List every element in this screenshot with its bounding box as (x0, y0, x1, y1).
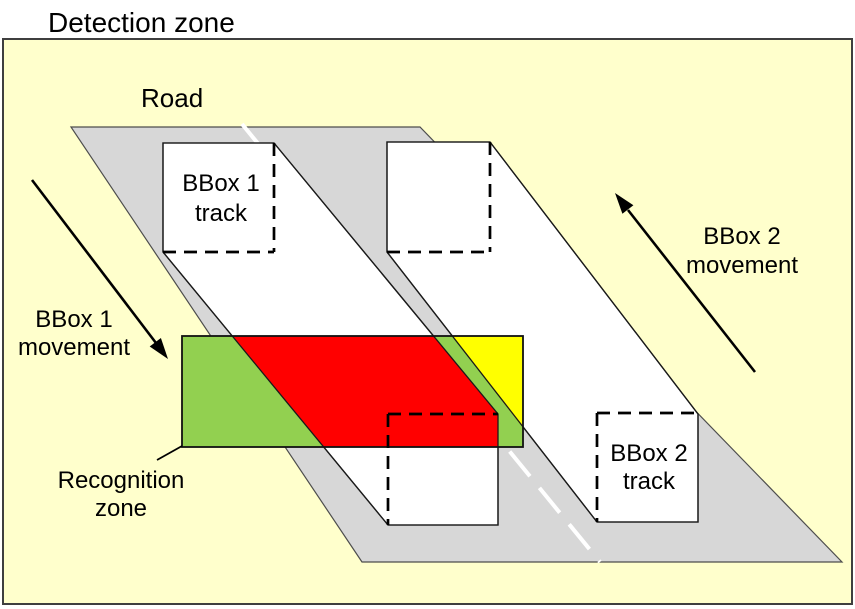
bbox2-start-box-dashes (595, 411, 698, 522)
bbox1-movement-label: BBox 1 movement (18, 306, 130, 361)
bbox1-end-box-dashes (386, 412, 498, 525)
svg-text:track: track (195, 200, 248, 227)
bbox1-track-label: BBox 1 track (182, 170, 259, 227)
arrow-head-icon (149, 338, 168, 359)
diagram-title: Detection zone (48, 7, 235, 38)
road-label: Road (141, 83, 203, 113)
bbox2-movement-arrow (615, 193, 757, 373)
bbox2-movement-label: BBox 2 movement (686, 223, 798, 279)
bbox1-overlap-region (232, 336, 498, 447)
bbox1-start-box-dashes (163, 143, 276, 254)
bbox2-end-box-dashes (387, 142, 492, 254)
bbox2-track-label: BBox 2 track (610, 440, 687, 495)
svg-text:track: track (623, 468, 676, 495)
recognition-zone-outline (181, 335, 524, 448)
svg-text:BBox 2: BBox 2 (703, 223, 780, 250)
svg-text:movement: movement (18, 334, 130, 361)
svg-text:BBox 2: BBox 2 (610, 440, 687, 467)
arrow-head-icon (615, 193, 634, 214)
svg-text:movement: movement (686, 252, 798, 279)
bbox1-movement-arrow (30, 179, 168, 359)
svg-text:BBox 1: BBox 1 (182, 170, 259, 197)
svg-text:BBox 1: BBox 1 (35, 306, 112, 333)
svg-text:zone: zone (95, 495, 147, 522)
recognition-zone-leader-line (156, 445, 183, 461)
svg-text:Recognition: Recognition (58, 467, 185, 494)
recognition-zone-label: Recognition zone (58, 467, 185, 522)
